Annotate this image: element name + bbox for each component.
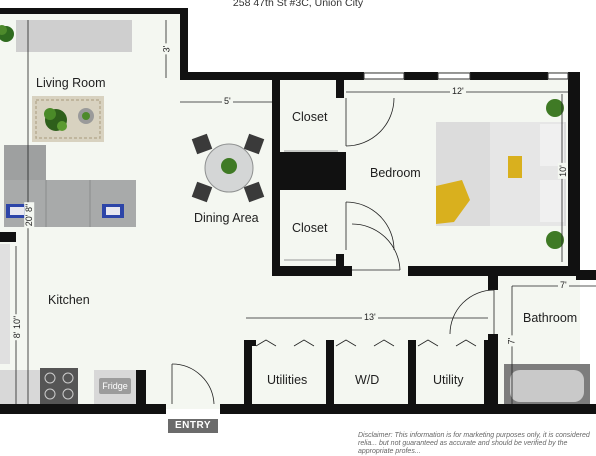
dimension-bath-width: 7' — [558, 280, 569, 290]
counter — [0, 370, 40, 404]
room-label-kitchen: Kitchen — [48, 293, 90, 307]
dimension-bedroom-width: 12' — [450, 86, 466, 96]
dimension-kitchen-height: 8' 10" — [12, 313, 23, 341]
windows — [363, 72, 569, 80]
bed — [436, 122, 566, 226]
dimension-living-height: 20' 8" — [24, 201, 35, 229]
plant-icon — [44, 108, 67, 131]
entry-label: ENTRY — [168, 419, 218, 433]
fridge-label: Fridge — [99, 378, 131, 394]
dimension-hall-width: 13' — [362, 312, 378, 322]
room-label-utilities: Utilities — [267, 373, 308, 387]
room-label-dining-area: Dining Area — [194, 211, 259, 225]
disclaimer-text: Disclaimer: This information is for mark… — [358, 432, 590, 455]
dimension-living-hall: 5' — [222, 96, 233, 106]
dimension-bath-height: 7' — [506, 335, 517, 347]
room-label-closet-top: Closet — [292, 110, 328, 124]
room-label-bathroom: Bathroom — [523, 311, 578, 325]
kitchen-cabinet — [0, 244, 10, 364]
doors — [171, 97, 495, 405]
stove — [40, 368, 78, 404]
side-table — [78, 108, 94, 124]
dimension-bedroom-height: 10' — [557, 163, 568, 179]
plant-icon — [546, 99, 564, 249]
walls — [0, 8, 596, 414]
room-label-living-room: Living Room — [36, 76, 106, 90]
plan-title: 258 47th St #3C, Union City — [232, 0, 364, 9]
room-label-bedroom: Bedroom — [370, 166, 421, 180]
dimension-living-top: 3' — [161, 43, 172, 55]
plant-icon — [0, 25, 14, 42]
bathtub — [504, 364, 590, 408]
dining-table — [191, 133, 265, 203]
counter — [16, 20, 132, 52]
floor-plan — [0, 8, 596, 414]
room-label-utility: Utility — [433, 373, 464, 387]
room-label-wd: W/D — [355, 373, 380, 387]
room-label-closet-bottom: Closet — [292, 221, 328, 235]
